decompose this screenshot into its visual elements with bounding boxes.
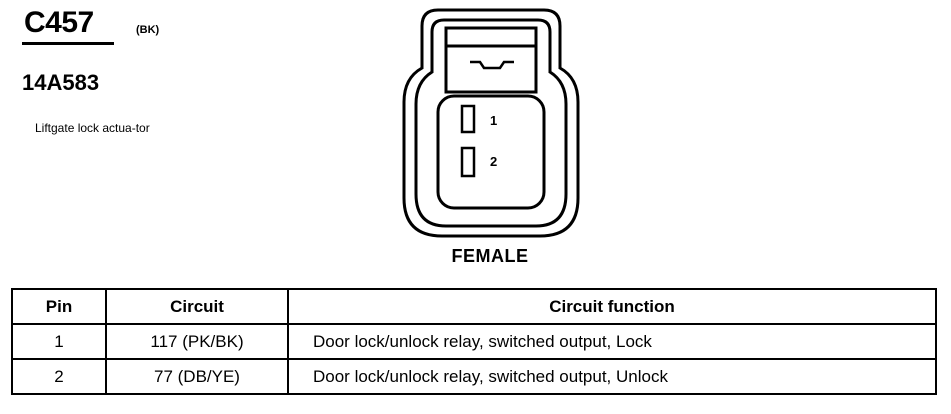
connector-outer-shell (402, 8, 580, 238)
header-circuit-function: Circuit function (287, 288, 937, 325)
pin-1-label: 1 (490, 113, 497, 128)
locking-tab (444, 26, 538, 94)
connector-inner-shell (414, 18, 568, 228)
cell-circuit: 117 (PK/BK) (105, 323, 289, 360)
table-row: 1 117 (PK/BK) Door lock/unlock relay, sw… (11, 323, 937, 360)
cell-pin: 1 (11, 323, 107, 360)
pinout-table: Pin Circuit Circuit function 1 117 (PK/B… (11, 288, 937, 395)
cell-pin: 2 (11, 358, 107, 395)
header-circuit: Circuit (105, 288, 289, 325)
header-pin: Pin (11, 288, 107, 325)
connector-color-code: (BK) (136, 24, 160, 36)
cell-circuit: 77 (DB/YE) (105, 358, 289, 395)
pin-2-label: 2 (490, 154, 497, 169)
pin-2-terminal (460, 146, 476, 178)
locking-latch (470, 60, 514, 70)
part-number: 14A583 (22, 70, 100, 95)
connector-id: C457 (24, 6, 94, 39)
connector-face-diagram: 1 2 (402, 8, 580, 238)
table-row: 2 77 (DB/YE) Door lock/unlock relay, swi… (11, 358, 937, 395)
component-description: Liftgate lock actua-tor (35, 121, 150, 135)
cell-circuit-function: Door lock/unlock relay, switched output,… (287, 358, 937, 395)
pin-cavity-body (436, 94, 546, 210)
cell-circuit-function: Door lock/unlock relay, switched output,… (287, 323, 937, 360)
connector-id-underline (22, 42, 114, 45)
connector-gender-label: FEMALE (451, 246, 529, 266)
pinout-header-row: Pin Circuit Circuit function (11, 288, 937, 325)
pin-1-terminal (460, 104, 476, 134)
